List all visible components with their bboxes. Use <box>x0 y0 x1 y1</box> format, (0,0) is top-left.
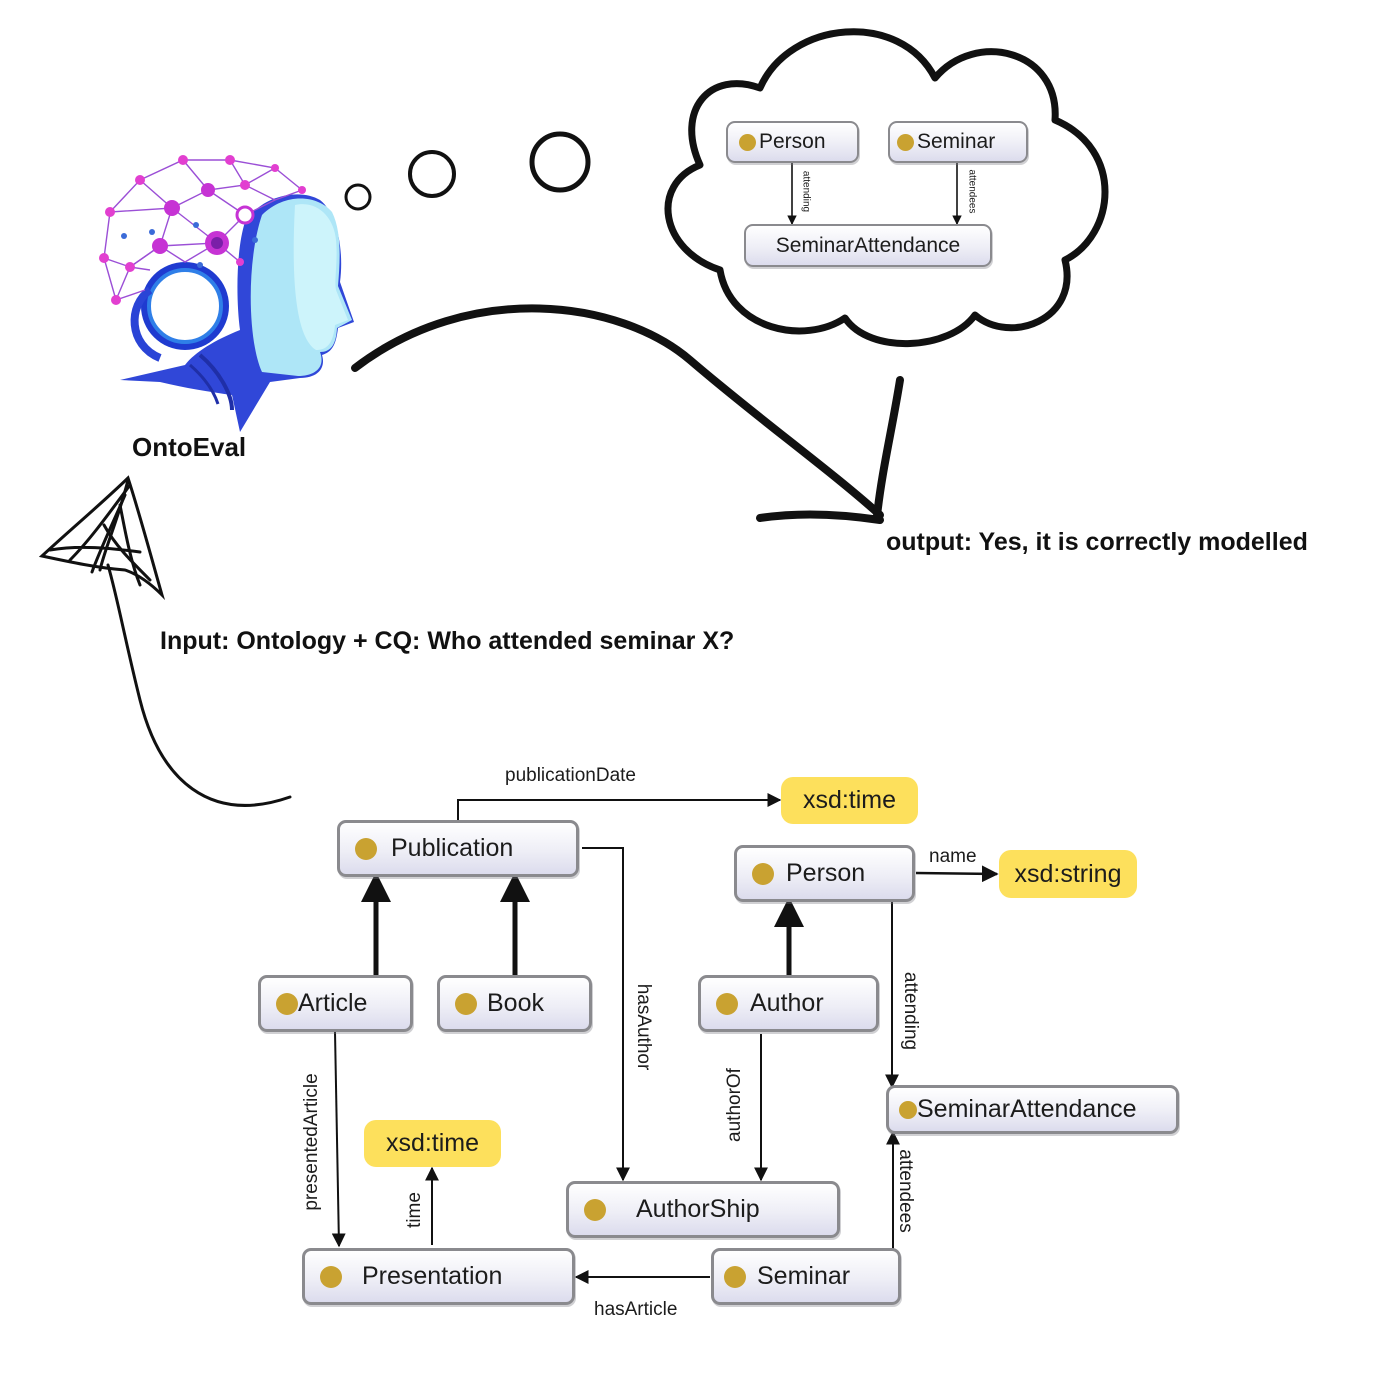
class-dot-icon <box>724 1265 746 1288</box>
datatype-node-pres-time: xsd:time <box>364 1120 501 1167</box>
output-arrowhead <box>756 376 904 524</box>
class-dot-icon <box>752 862 774 885</box>
class-dot-icon <box>739 133 756 151</box>
thought-bubble-medium <box>408 150 456 198</box>
class-dot-icon <box>320 1265 342 1288</box>
class-node-person: Person <box>734 845 915 902</box>
datatype-node-string: xsd:string <box>999 850 1137 898</box>
thought-edge-attendees-label: attendees <box>966 169 978 214</box>
agent-name: OntoEval <box>132 432 247 462</box>
class-label: SeminarAttendance <box>775 233 961 257</box>
edge-hasauthor-line <box>582 847 630 1182</box>
thought-node-seminarattendance: SeminarAttendance <box>744 224 992 267</box>
edge-presentedarticle-line <box>331 1031 346 1248</box>
thought-node-seminar: Seminar <box>888 121 1028 163</box>
input-arrow-curve <box>106 563 292 807</box>
class-dot-icon <box>276 992 298 1015</box>
thought-bubble-large <box>529 131 591 193</box>
edge-attendees-label: attendees <box>895 1149 916 1233</box>
class-label: Book <box>487 989 544 1017</box>
thought-bubble-small <box>344 183 372 211</box>
class-label: Person <box>786 859 866 887</box>
class-dot-icon <box>899 1100 917 1119</box>
class-node-publication: Publication <box>337 820 579 877</box>
ai-head-icon <box>99 155 354 432</box>
edge-hasauthor-label: hasAuthor <box>633 983 654 1071</box>
class-dot-icon <box>716 992 738 1015</box>
output-arrow-curve <box>351 304 884 519</box>
class-label: Person <box>759 130 826 153</box>
thought-edge-attending-label: attending <box>800 170 812 213</box>
edge-hasarticle-label: hasArticle <box>594 1299 678 1320</box>
edge-time-label: time <box>404 1192 425 1228</box>
edge-authorof-label: authorOf <box>724 1068 745 1142</box>
thought-cloud <box>664 28 1109 348</box>
class-node-seminar: Seminar <box>711 1248 901 1305</box>
edge-attending-label: attending <box>900 971 921 1051</box>
class-dot-icon <box>584 1198 606 1221</box>
class-dot-icon <box>897 133 914 151</box>
class-node-author: Author <box>698 975 879 1032</box>
class-label: Publication <box>391 834 514 862</box>
edge-presentedarticle-label: presentedArticle <box>301 1073 322 1211</box>
class-label: SeminarAttendance <box>917 1095 1137 1123</box>
thought-node-person: Person <box>726 121 859 163</box>
edge-name-label: name <box>929 846 977 867</box>
class-node-presentation: Presentation <box>302 1248 575 1305</box>
class-node-article: Article <box>258 975 413 1032</box>
class-dot-icon <box>455 992 477 1015</box>
class-label: Author <box>750 989 824 1017</box>
edge-name-line <box>915 865 999 883</box>
input-caption: Input: Ontology + CQ: Who attended semin… <box>160 627 735 655</box>
edge-publicationdate-label: publicationDate <box>505 765 636 786</box>
class-node-authorship: AuthorShip <box>566 1181 840 1238</box>
class-label: Article <box>298 989 368 1017</box>
edge-publicationdate-line <box>457 793 782 820</box>
class-label: Seminar <box>757 1262 851 1290</box>
class-label: Seminar <box>917 130 996 153</box>
class-label: AuthorShip <box>636 1195 760 1223</box>
class-dot-icon <box>355 837 377 860</box>
datatype-node-pub-time: xsd:time <box>781 777 918 824</box>
class-node-seminarattendance: SeminarAttendance <box>886 1085 1179 1134</box>
class-label: Presentation <box>362 1262 503 1290</box>
class-node-book: Book <box>437 975 592 1032</box>
output-caption: output: Yes, it is correctly modelled <box>886 528 1308 556</box>
input-arrowhead <box>38 475 166 601</box>
